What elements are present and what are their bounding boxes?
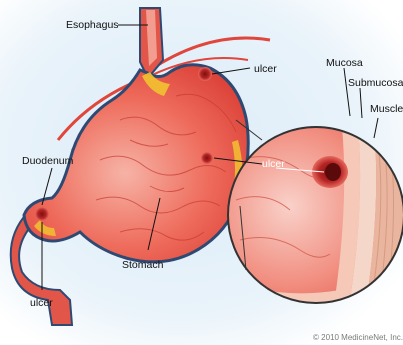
label-esophagus: Esophagus bbox=[66, 19, 119, 31]
label-mucosa: Mucosa bbox=[326, 57, 363, 69]
label-submucosa: Submucosa bbox=[348, 77, 403, 89]
label-muscle: Muscle bbox=[370, 103, 403, 115]
label-ulcer-mid: ulcer bbox=[262, 158, 285, 170]
label-stomach: Stomach bbox=[122, 259, 164, 271]
ulcer-mid bbox=[201, 152, 213, 164]
label-ulcer-left: ulcer bbox=[30, 297, 53, 309]
ulcer-left bbox=[35, 207, 49, 221]
ulcer-top bbox=[198, 67, 212, 81]
label-duodenum: Duodenum bbox=[22, 155, 74, 167]
label-ulcer-top: ulcer bbox=[254, 63, 277, 75]
copyright-text: © 2010 MedicineNet, Inc. bbox=[313, 333, 403, 342]
